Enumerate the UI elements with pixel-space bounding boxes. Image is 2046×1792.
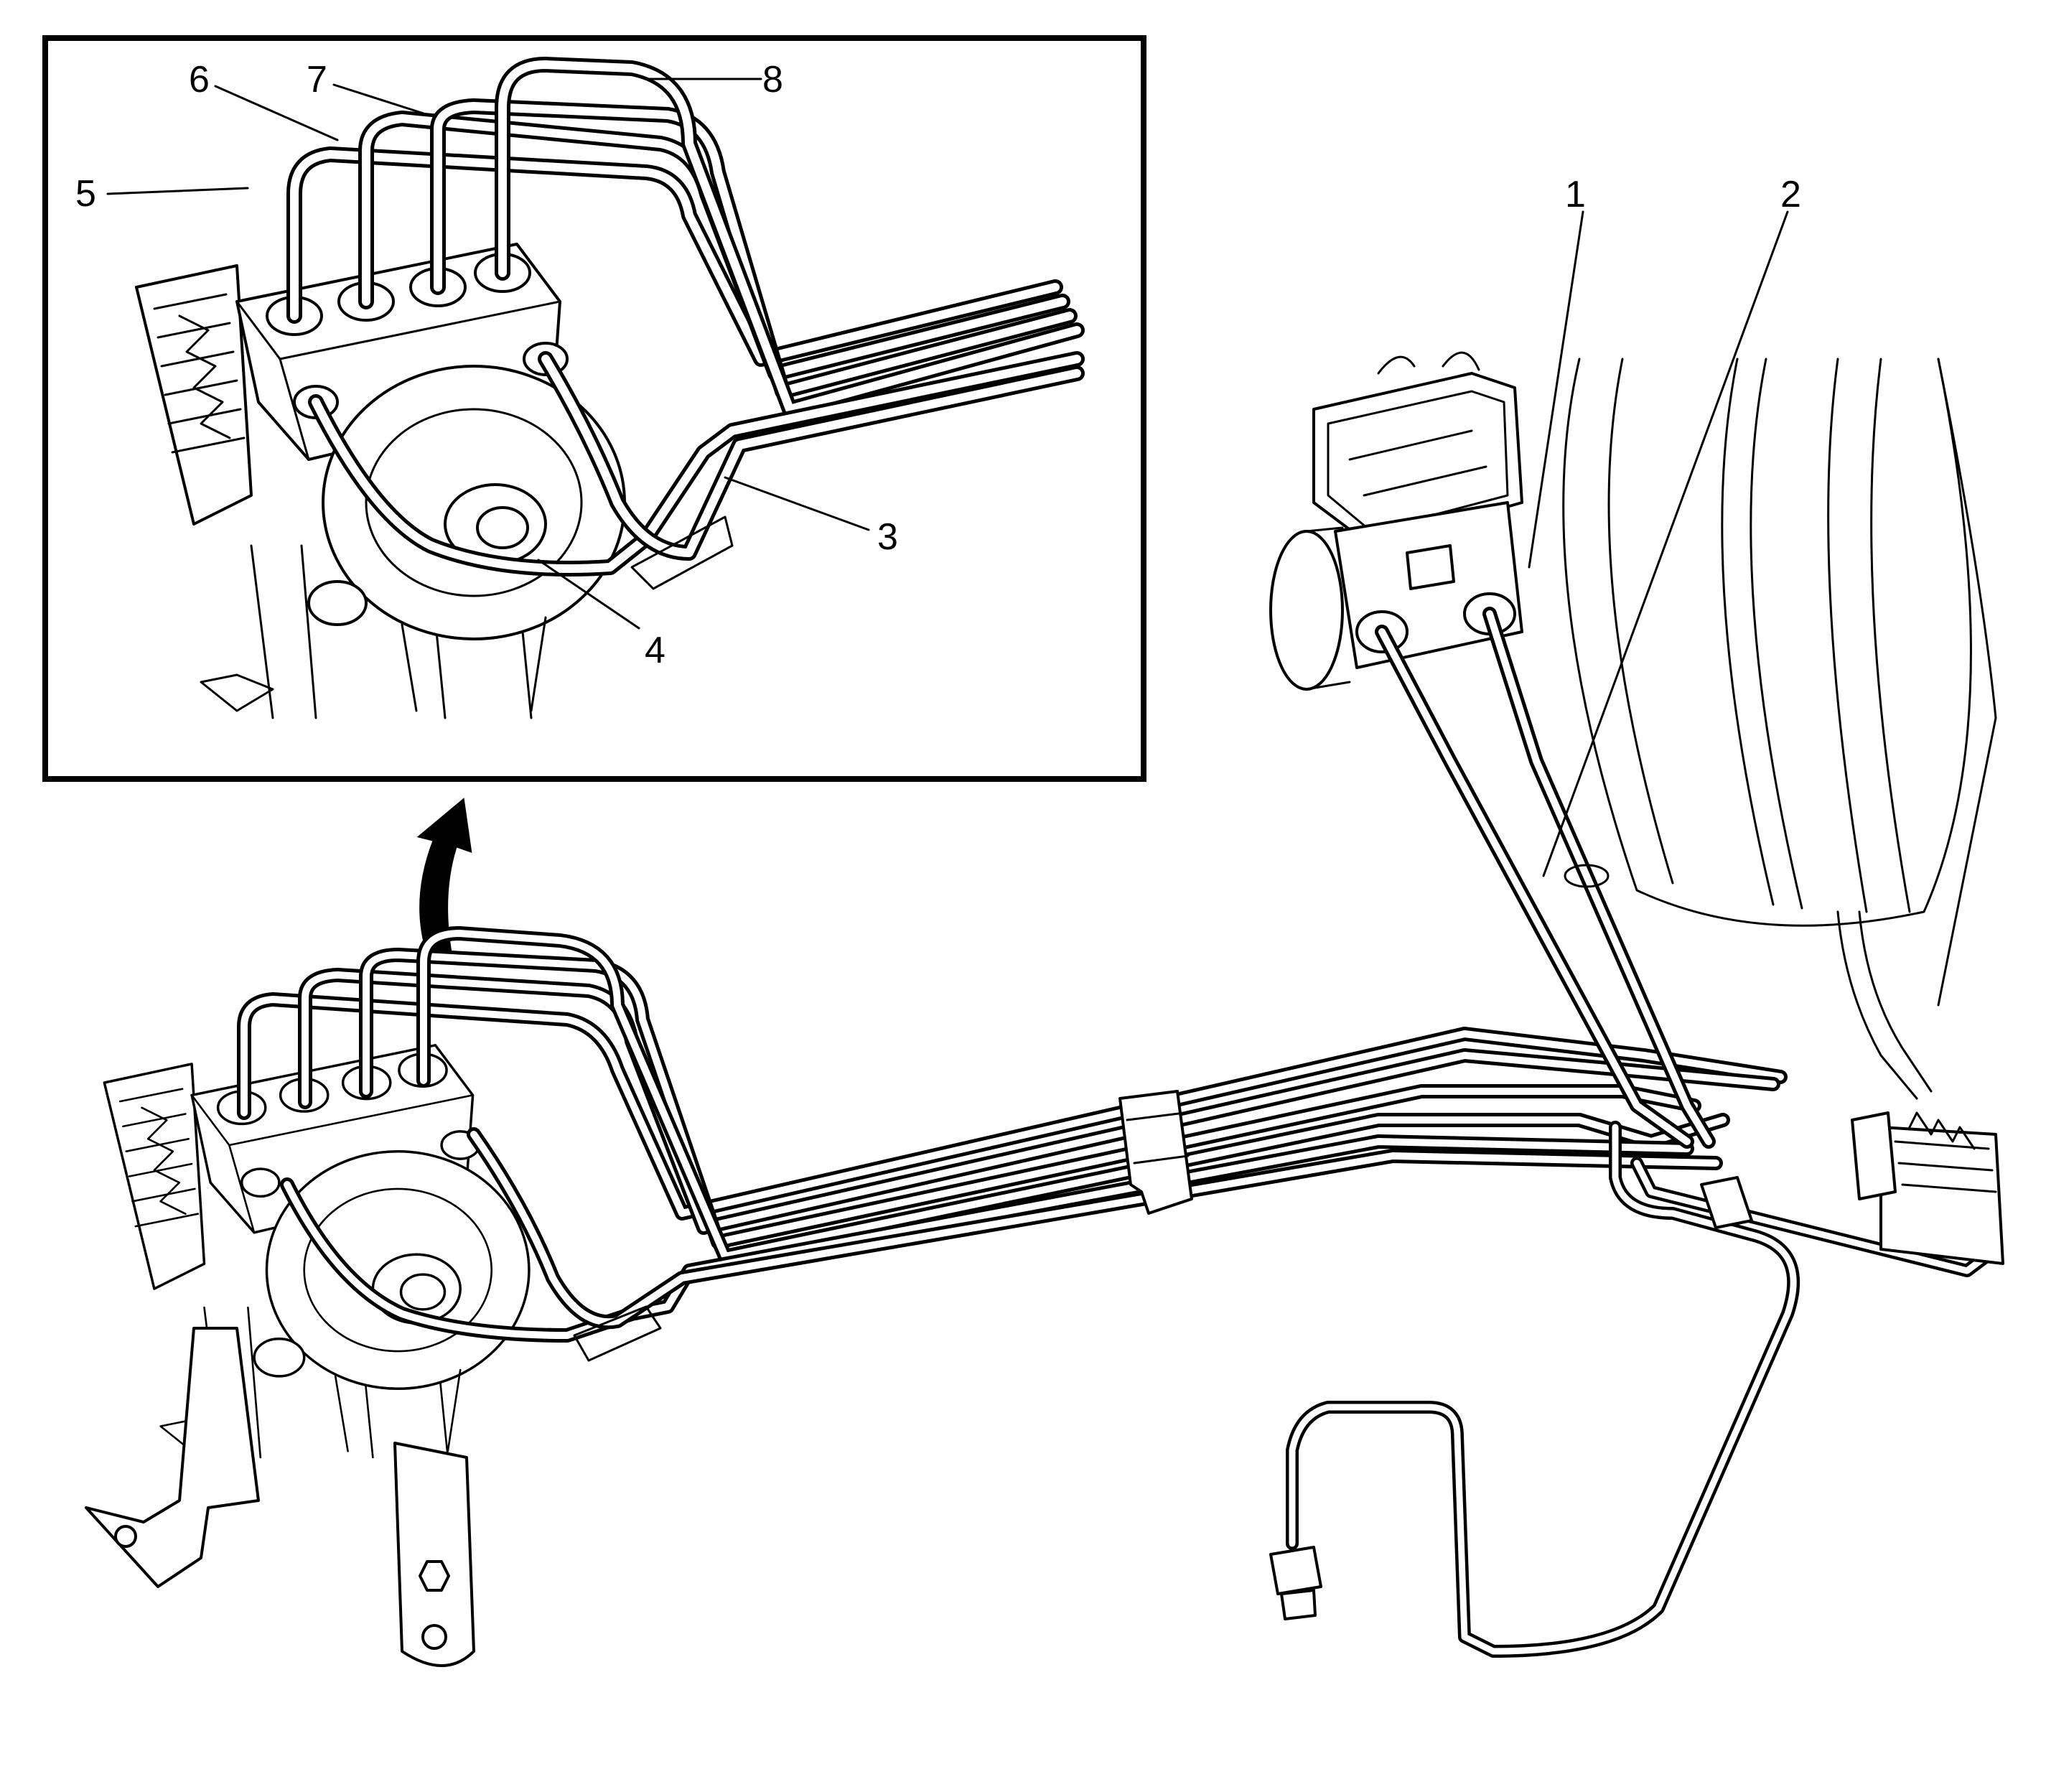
callout-1: 1 xyxy=(1565,174,1586,215)
callout-3: 3 xyxy=(877,516,898,558)
main-abs-modulator xyxy=(103,1044,531,1459)
callout-2: 2 xyxy=(1780,174,1801,215)
detail-leader-lines xyxy=(106,78,870,630)
callout-7: 7 xyxy=(307,59,327,101)
pipe-clip xyxy=(1118,1090,1193,1215)
callout-labels: 1 2 3 4 5 6 7 8 xyxy=(75,59,1801,671)
frame-bracket xyxy=(1851,1111,2004,1265)
brake-booster xyxy=(1562,358,1997,1100)
master-cylinder-pipes xyxy=(1375,607,1716,1149)
detail-brake-pipes xyxy=(286,57,1085,590)
main-leader-lines xyxy=(1528,210,1789,877)
detail-arrow xyxy=(416,798,472,963)
main-mounting-brackets xyxy=(85,1327,475,1667)
main-brake-pipes xyxy=(237,926,1788,1362)
callout-8: 8 xyxy=(762,59,783,101)
callout-5: 5 xyxy=(75,173,96,215)
callout-4: 4 xyxy=(645,630,665,671)
callout-6: 6 xyxy=(189,59,210,101)
master-cylinder xyxy=(1269,351,1523,691)
